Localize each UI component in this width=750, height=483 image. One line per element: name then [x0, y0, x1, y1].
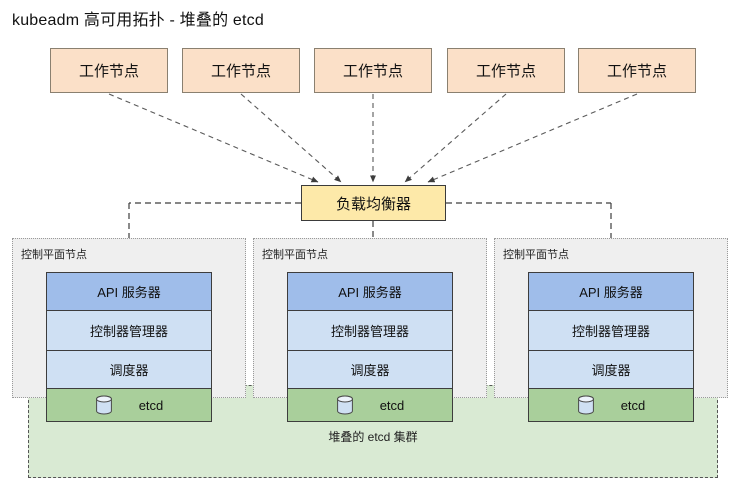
- control-plane-node-label: 控制平面节点: [262, 249, 328, 261]
- api-server-label: API 服务器: [579, 285, 643, 300]
- diagram-title: kubeadm 高可用拓扑 - 堆叠的 etcd: [12, 12, 264, 29]
- worker-node-label: 工作节点: [475, 63, 536, 80]
- api-server-box[interactable]: API 服务器: [287, 272, 453, 310]
- load-balancer-label: 负载均衡器: [335, 195, 411, 213]
- etcd-cluster-label: 堆叠的 etcd 集群: [328, 430, 418, 444]
- load-balancer-box[interactable]: 负载均衡器: [301, 185, 446, 221]
- scheduler-label: 调度器: [591, 363, 631, 378]
- etcd-label: etcd: [379, 397, 405, 413]
- scheduler-label: 调度器: [350, 363, 390, 378]
- api-server-label: API 服务器: [338, 285, 402, 300]
- etcd-label: etcd: [620, 397, 646, 413]
- etcd-box[interactable]: etcd: [287, 388, 453, 422]
- etcd-label: etcd: [138, 397, 164, 413]
- controller-manager-label: 控制器管理器: [89, 324, 168, 339]
- scheduler-box[interactable]: 调度器: [287, 350, 453, 388]
- control-plane-stack: API 服务器 控制器管理器 调度器 etcd: [528, 272, 694, 422]
- controller-manager-label: 控制器管理器: [571, 324, 650, 339]
- worker-node-label: 工作节点: [78, 63, 139, 80]
- database-icon: [95, 395, 112, 415]
- scheduler-label: 调度器: [109, 363, 149, 378]
- worker-node[interactable]: 工作节点: [50, 48, 168, 93]
- worker-node-label: 工作节点: [606, 63, 667, 80]
- scheduler-box[interactable]: 调度器: [528, 350, 694, 388]
- control-plane-stack: API 服务器 控制器管理器 调度器 etcd: [287, 272, 453, 422]
- api-server-label: API 服务器: [97, 285, 161, 300]
- controller-manager-box[interactable]: 控制器管理器: [287, 310, 453, 350]
- controller-manager-box[interactable]: 控制器管理器: [528, 310, 694, 350]
- controller-manager-box[interactable]: 控制器管理器: [46, 310, 212, 350]
- worker-node[interactable]: 工作节点: [447, 48, 565, 93]
- api-server-box[interactable]: API 服务器: [528, 272, 694, 310]
- worker-node-label: 工作节点: [210, 63, 271, 80]
- database-icon: [577, 395, 594, 415]
- etcd-box[interactable]: etcd: [46, 388, 212, 422]
- worker-node[interactable]: 工作节点: [182, 48, 300, 93]
- worker-node[interactable]: 工作节点: [314, 48, 432, 93]
- scheduler-box[interactable]: 调度器: [46, 350, 212, 388]
- controller-manager-label: 控制器管理器: [330, 324, 409, 339]
- etcd-box[interactable]: etcd: [528, 388, 694, 422]
- worker-node[interactable]: 工作节点: [578, 48, 696, 93]
- control-plane-stack: API 服务器 控制器管理器 调度器 etcd: [46, 272, 212, 422]
- control-plane-node-label: 控制平面节点: [503, 249, 569, 261]
- worker-node-label: 工作节点: [342, 63, 403, 80]
- api-server-box[interactable]: API 服务器: [46, 272, 212, 310]
- database-icon: [336, 395, 353, 415]
- control-plane-node-label: 控制平面节点: [21, 249, 87, 261]
